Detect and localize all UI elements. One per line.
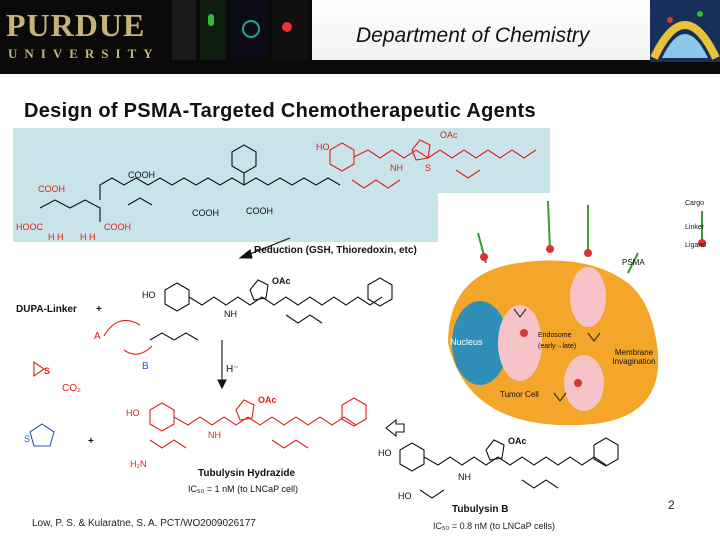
co2-label: CO₂ [62,383,81,394]
atom-oac-tubb: OAc [508,436,527,446]
atom-hooc: HOOC [16,222,43,232]
purdue-logo: PURDUE UNIVERSITY [6,8,166,66]
atom-cooh-4: COOH [246,206,273,216]
atom-h2n: H₂N [130,459,147,469]
atom-hh-1: H H [48,232,64,242]
atom-nh-mid: NH [224,309,237,319]
label-b: B [142,361,149,372]
hydride-label: H⁻ [226,364,239,375]
microscopy-thumbnail-1 [172,0,196,60]
legend-linker: Linker [685,224,705,231]
atom-nh-bottom: NH [208,430,221,440]
logo-subtitle: UNIVERSITY [8,46,160,61]
endosome-stage-label: (early→late) [538,343,577,350]
atom-nh-top: NH [390,163,403,173]
logo-word: PURDUE [6,7,146,43]
nucleus-label: Nucleus [450,337,483,347]
tumor-cell-diagram [438,193,720,431]
atom-ho-mid: HO [142,290,156,300]
atom-ho-tubb: HO [378,448,392,458]
plus-sign-2: + [88,436,94,447]
atom-s-thiirane: S [44,366,51,376]
page-number: 2 [668,498,675,512]
tubulysin-b-label: Tubulysin B [452,504,509,515]
plus-sign-1: + [96,304,102,315]
slide-title: Design of PSMA-Targeted Chemotherapeutic… [24,100,536,122]
atom-cooh-3: COOH [192,208,219,218]
department-title: Department of Chemistry [356,24,590,47]
tumor-cell-label: Tumor Cell [500,390,539,399]
cell-illustration-icon [650,0,720,62]
atom-oac-top: OAc [440,130,458,140]
atom-nh-tubb: NH [458,472,471,482]
microscopy-thumbnail-3 [230,0,268,60]
label-a: A [94,331,101,342]
atom-s-carbonate: S [24,434,31,444]
membrane-invagination-label: Membrane Invagination [612,348,656,366]
atom-oac-mid: OAc [272,276,291,286]
reduction-label: Reduction (GSH, Thioredoxin, etc) [254,245,417,256]
tubulysin-hydrazide-label: Tubulysin Hydrazide [198,468,296,479]
legend-ligand: Ligand [685,242,707,249]
atom-hh-2: H H [80,232,96,242]
citation: Low, P. S. & Kularatne, S. A. PCT/WO2009… [32,518,256,529]
atom-ho-bottom: HO [126,408,140,418]
atom-oac-bottom: OAc [258,395,277,405]
atom-s-top: S [425,163,432,173]
atom-ho-tubb-2: HO [398,491,412,501]
atom-cooh-5: COOH [104,222,131,232]
header-banner: PURDUE UNIVERSITY Department of Chemistr… [0,0,720,74]
legend-cargo: Cargo [685,200,705,207]
atom-cooh-1: COOH [38,184,65,194]
atom-ho-top: HO [316,142,330,152]
ic50-tubulysin-b: IC₅₀ = 0.8 nM (to LNCaP cells) [433,521,555,531]
psma-label: PSMA [622,258,645,267]
atom-cooh-2: COOH [128,170,155,180]
endosome-label: Endosome [538,332,572,339]
microscopy-thumbnail-2 [200,0,226,60]
department-box [312,0,650,60]
dupa-linker-label: DUPA-Linker [16,304,77,315]
microscopy-thumbnail-4 [272,0,308,60]
ic50-hydrazide: IC₅₀ = 1 nM (to LNCaP cell) [188,484,298,494]
